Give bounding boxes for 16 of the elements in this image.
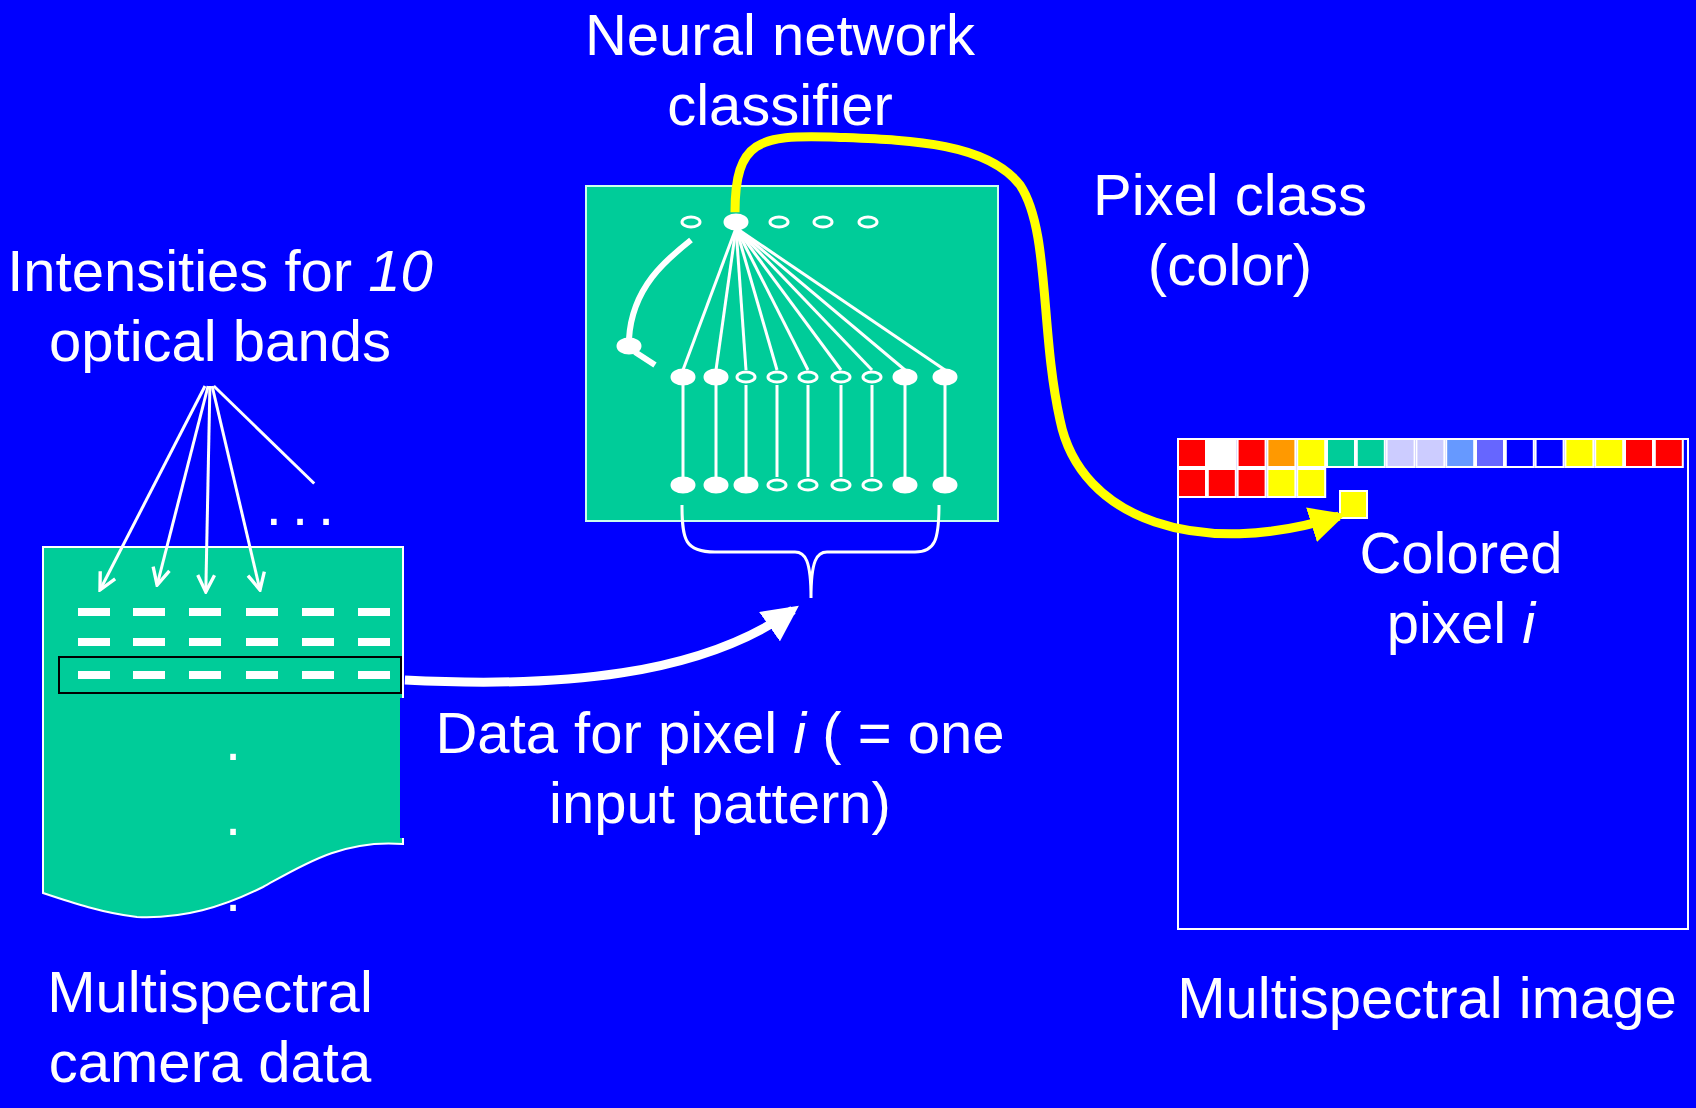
continuation-dot: .	[223, 706, 243, 774]
arrow	[151, 385, 210, 587]
continuation-dot: .	[223, 781, 243, 849]
arrow	[730, 132, 1346, 541]
continuation-dot: .	[223, 857, 243, 925]
arrow	[98, 385, 207, 592]
node-label: Multispectral image	[1176, 964, 1678, 1032]
band-caption: Intensities for 10 optical bands	[0, 236, 440, 386]
ellipsis: ...	[264, 471, 346, 539]
arrow	[210, 385, 266, 592]
arrow	[404, 606, 800, 687]
arrow	[196, 385, 217, 594]
node-title: Neural network classifier	[583, 1, 977, 139]
pixel-caption: Colored pixel i	[1358, 519, 1564, 657]
leader-line	[212, 384, 316, 485]
node-label: Multispectral camera data	[46, 958, 374, 1096]
